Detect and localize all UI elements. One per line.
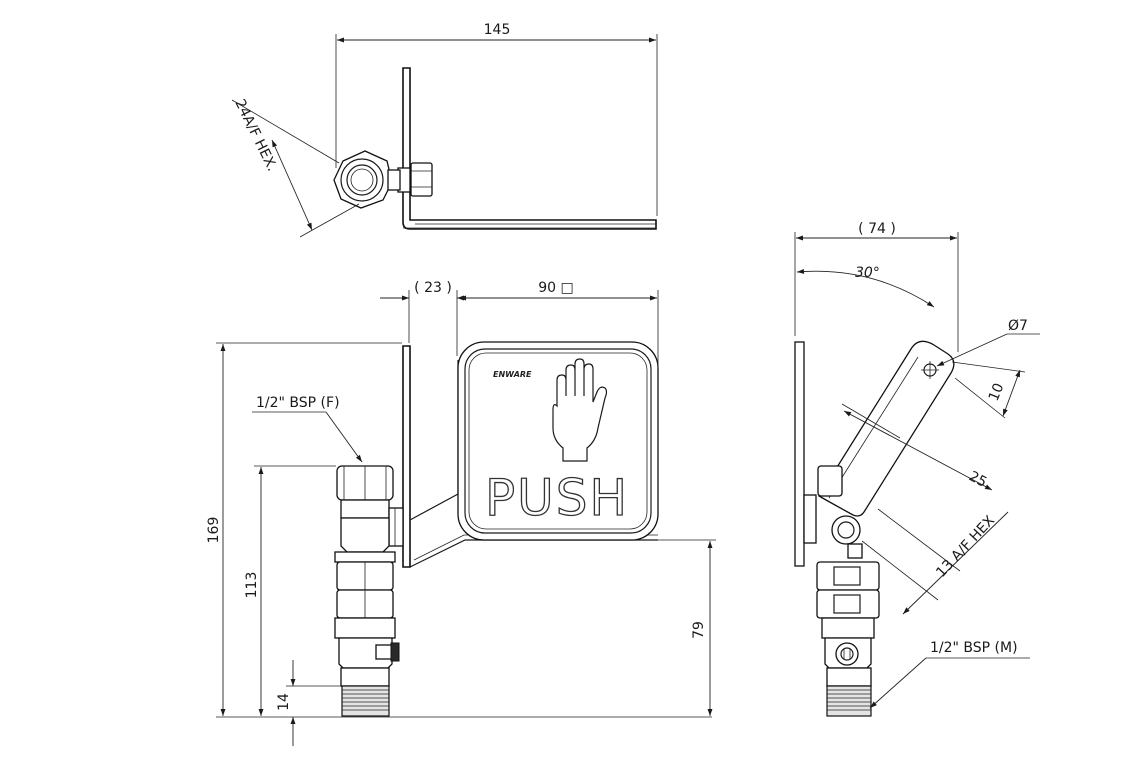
top-view-bracket [402,67,657,230]
side-outlet-callout: 1/2" BSP (M) [869,640,1030,709]
side-view-flange [794,341,817,567]
push-plate: ENWARE PUSH [457,341,659,541]
front-plate-label: 90 □ [538,280,574,296]
side-hole-offset-dimension: 10 [951,361,1026,419]
top-width-dimension: 145 [335,22,658,216]
side-hex-label: 13 A/F HEX [933,512,998,580]
side-plate-offset-dimension: 25 [841,403,993,491]
side-plate-offset-label: 25 [966,468,989,490]
top-view: 145 24A/F HEX. [231,22,658,238]
side-view-valve [816,465,880,717]
front-view-valve [334,465,404,717]
plate-push-text: PUSH [485,469,629,527]
front-inlet-label: 113 [244,572,260,599]
front-inlet-dimension: 113 [244,465,336,716]
side-view: ( 74 ) 30° Ø7 10 25 [794,221,1040,717]
front-thread-label: 14 [276,693,292,711]
front-inlet-note: 1/2" BSP (F) [256,395,340,411]
plate-brand-logo: ENWARE [493,370,532,379]
front-inlet-callout: 1/2" BSP (F) [252,395,363,463]
front-thread-dimension: 14 [276,660,341,746]
side-hex-dimension: 13 A/F HEX [861,508,1009,615]
side-angle-dimension: 30° [796,265,935,308]
side-angle-label: 30° [855,265,880,281]
side-hole-label: Ø7 [1008,318,1028,334]
hand-icon [552,358,608,462]
side-outlet-note: 1/2" BSP (M) [930,640,1018,656]
side-hole-offset-label: 10 [986,381,1008,404]
front-height-label: 169 [206,517,222,544]
front-offset-dimension: ( 23 ) [380,280,483,356]
front-plate-dimension: 90 □ [459,280,659,368]
side-depth-label: ( 74 ) [858,221,896,237]
front-height-dimension: 169 [206,342,712,718]
front-offset-label: ( 23 ) [414,280,452,296]
side-outlet-thread [826,685,872,717]
front-outlet-thread [341,685,390,717]
side-depth-dimension: ( 74 ) [794,221,959,352]
front-plate-bottom-label: 79 [691,621,707,639]
side-hole-dimension: Ø7 [936,318,1040,367]
top-view-nut [397,162,433,197]
front-plate-bottom-dimension: 79 [658,539,716,716]
top-hex-label: 24A/F HEX. [231,97,280,174]
front-view: ENWARE PUSH [206,280,716,746]
top-width-label: 145 [484,22,511,38]
top-view-hex-body [333,150,401,209]
